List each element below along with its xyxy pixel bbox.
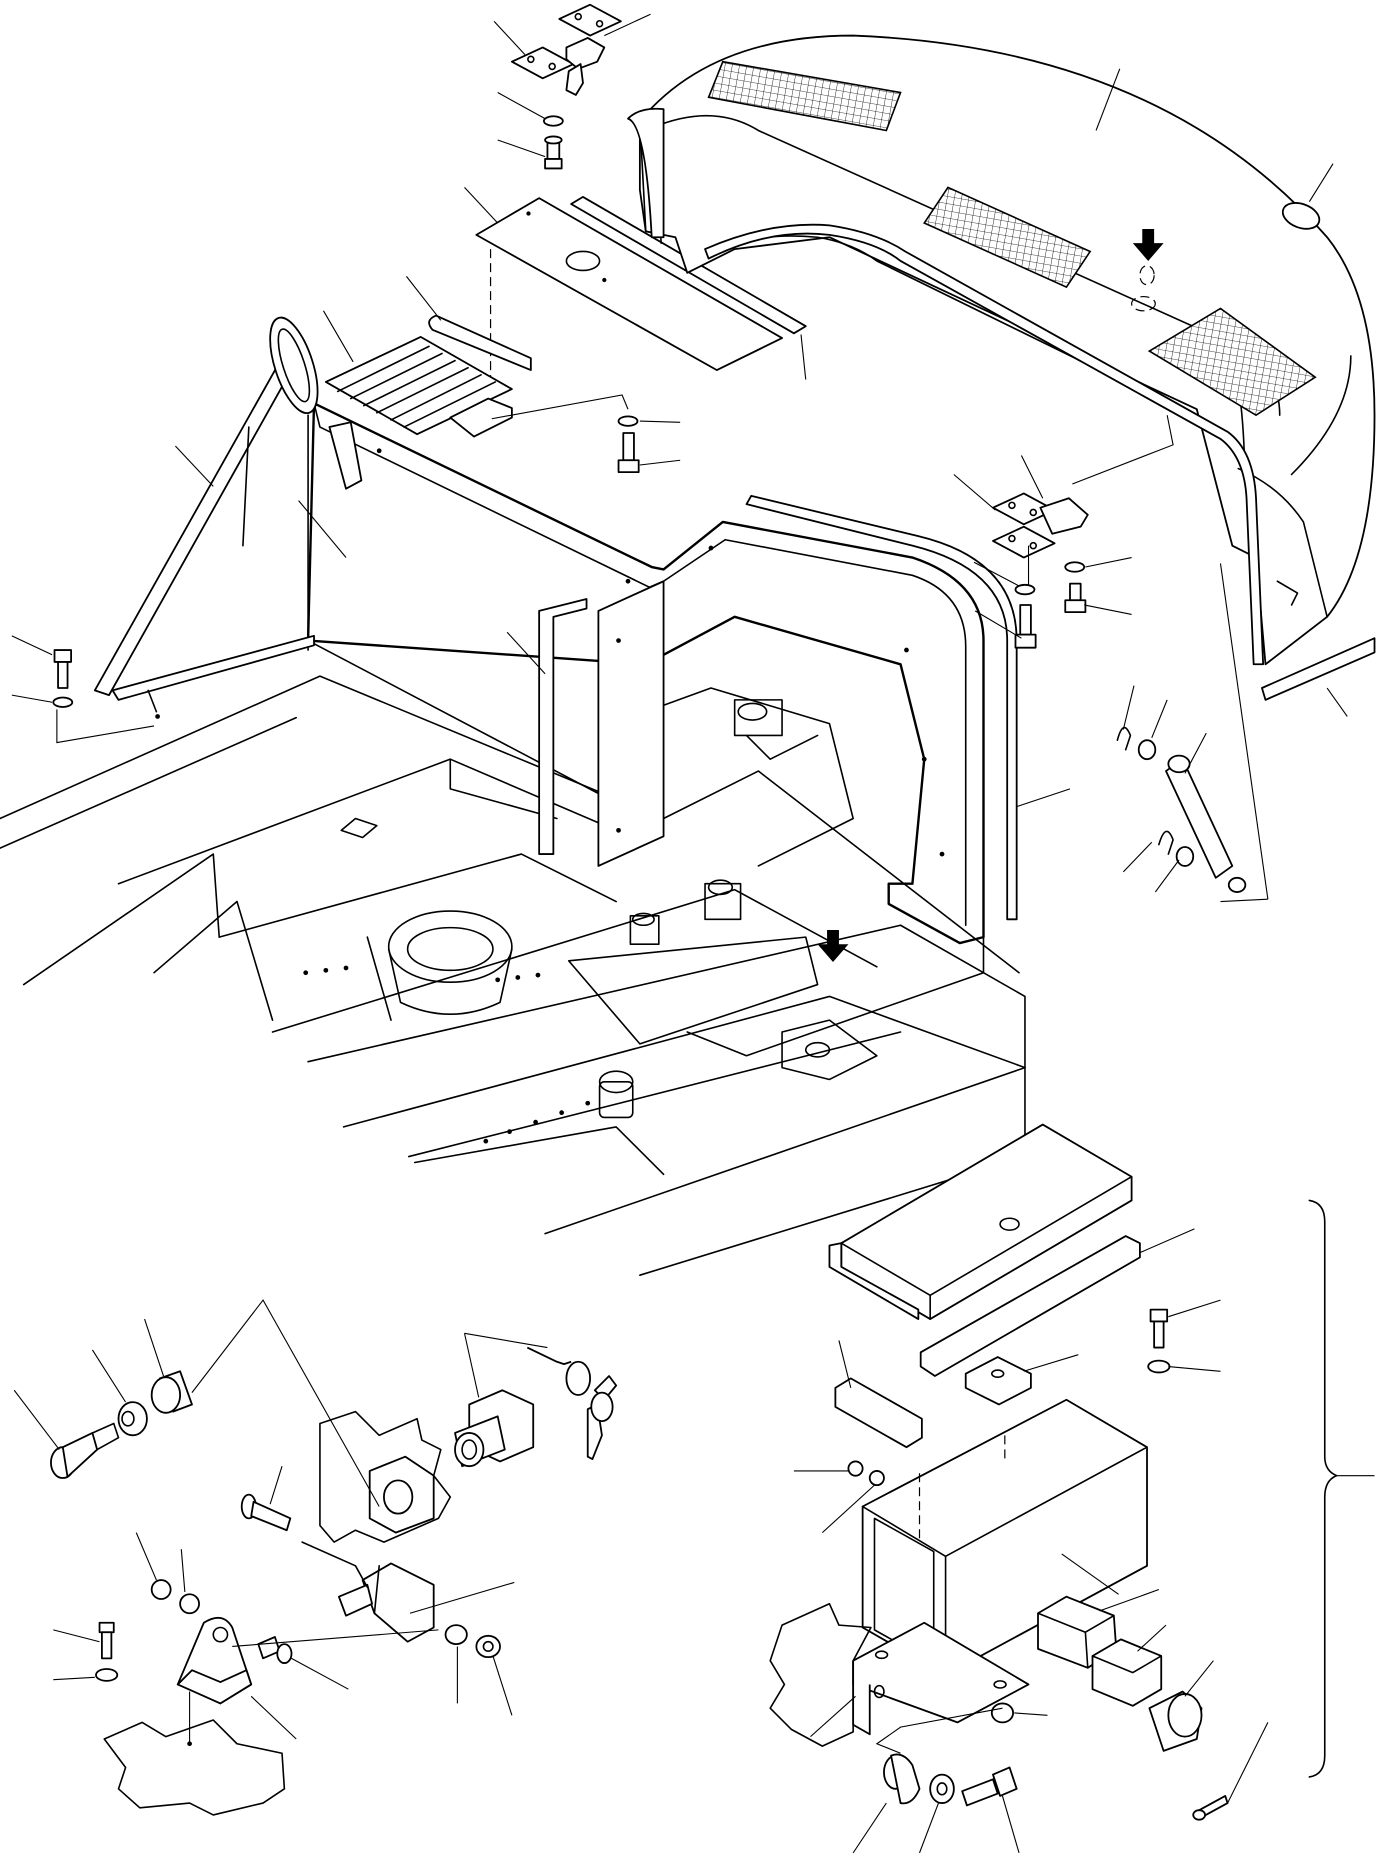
inner-panel <box>308 403 983 943</box>
lower-washer <box>930 1775 954 1803</box>
diagonal-seal-strip <box>95 353 311 695</box>
bolt-right-a <box>1015 605 1035 648</box>
leader-lines-box <box>794 1229 1268 1853</box>
lock-detail <box>1 1 1384 1815</box>
gas-spring <box>1166 756 1245 892</box>
small-rubber-strip <box>429 316 531 371</box>
hinge-right <box>993 493 1088 557</box>
hinge-top <box>512 5 621 95</box>
latch <box>302 1542 434 1642</box>
floor-bracket <box>113 636 314 719</box>
small-screw <box>1193 1796 1227 1820</box>
rubber-mount-b <box>1093 1639 1162 1705</box>
partition-plate <box>598 581 663 866</box>
hood-bottom-strip <box>1262 638 1375 700</box>
bushing <box>152 1371 192 1413</box>
inner-seal-strip <box>747 496 1017 919</box>
clamp-block <box>966 1357 1031 1404</box>
washer-mid <box>619 416 638 425</box>
engine-hood <box>640 36 1375 665</box>
spring-washer-a <box>1139 740 1156 759</box>
small-nut <box>152 1580 171 1599</box>
washer-lock <box>96 1669 117 1681</box>
bolt-left <box>55 650 72 688</box>
box-small-nut <box>848 1461 862 1475</box>
bolt-right-b <box>1065 584 1085 612</box>
sheet-section <box>320 1412 450 1542</box>
cap-screw <box>51 1423 119 1478</box>
lower-bolt <box>962 1767 1017 1805</box>
flat-washer <box>446 1625 467 1644</box>
grommet-oval <box>260 312 327 418</box>
brace <box>1309 1200 1374 1777</box>
box-seal-strip <box>921 1236 1140 1376</box>
snap-pin <box>1117 728 1173 854</box>
box-small-washer <box>870 1471 884 1485</box>
rubber-block <box>835 1378 922 1447</box>
box-bolt <box>1151 1310 1168 1348</box>
box-bracket <box>853 1623 1028 1735</box>
rubber-mount-a <box>1038 1597 1116 1668</box>
pivot-bracket <box>178 1618 251 1704</box>
lower-bushing <box>884 1754 920 1803</box>
reference-arrow-icon <box>1132 228 1164 261</box>
countersunk-screw <box>242 1495 291 1531</box>
box-washer <box>1148 1361 1169 1373</box>
shoulder-bolt <box>258 1637 291 1663</box>
leader-lines-main <box>12 14 1347 901</box>
washer-right-a <box>1015 585 1034 594</box>
washer-top <box>544 116 563 125</box>
bolt-lock <box>100 1623 114 1659</box>
spring-washer-b <box>1177 847 1194 866</box>
key-icon <box>527 1348 616 1460</box>
box-lid <box>829 1125 1131 1320</box>
floor-section <box>104 1720 284 1815</box>
box-sheet-section <box>770 1604 871 1746</box>
box-nut <box>992 1703 1013 1722</box>
top-cover-plate <box>476 198 782 379</box>
reference-arrow-icon <box>817 930 849 963</box>
bolt-top <box>545 136 562 168</box>
ribbed-tray <box>326 337 512 437</box>
small-washer <box>180 1594 199 1613</box>
spacer-washer <box>118 1402 146 1435</box>
cable-clip <box>329 422 361 488</box>
leader-lines-lock <box>1 1 1384 1744</box>
hex-nut <box>476 1636 500 1657</box>
hood-cap <box>1279 198 1323 233</box>
sleeve <box>1149 1692 1201 1751</box>
chassis-frame <box>0 676 1025 1275</box>
washer-left <box>53 698 72 707</box>
side-box-detail <box>770 1125 1374 1853</box>
partition-seal <box>539 599 586 854</box>
hood-seal-strip <box>628 109 1263 665</box>
washer-right-b <box>1065 562 1084 571</box>
cylinder-lock <box>455 1390 533 1466</box>
bolt-mid <box>619 433 639 472</box>
